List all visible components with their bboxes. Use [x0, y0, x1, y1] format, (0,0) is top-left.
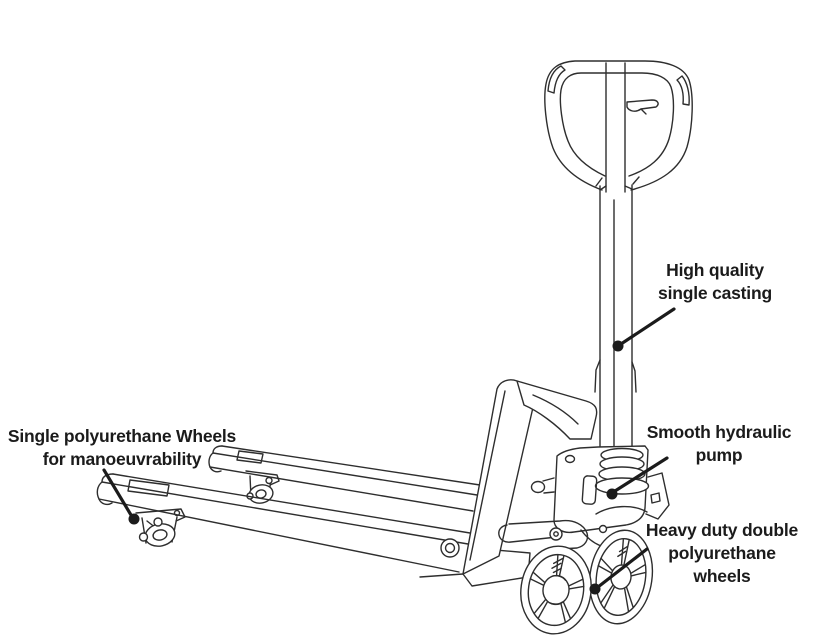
pump-slot [581, 475, 598, 505]
far-fork-top-edge [221, 445, 481, 486]
callout-label-hydraulic-pump: Smooth hydraulic pump [646, 422, 792, 465]
leader-hydraulic-pump [613, 456, 669, 493]
handle-outer-loop [544, 60, 693, 191]
leader-dot-single-casting [612, 340, 624, 352]
steering-mast [594, 184, 637, 451]
chassis [419, 379, 598, 587]
fork-arms [96, 445, 481, 573]
callout-leaders [102, 307, 676, 595]
release-lever [626, 99, 659, 112]
linkage-pivot [549, 527, 563, 541]
lever-socket [530, 480, 546, 494]
near-front-caster [135, 508, 186, 547]
callout-label-double-wheels: Heavy duty double polyurethane wheels [645, 520, 799, 586]
leader-dot-double-wheels [589, 583, 601, 595]
leader-single-casting [619, 307, 676, 346]
handle-assembly [544, 60, 693, 193]
callout-label-single-wheels: Single polyurethane Wheels for manoeuvra… [7, 426, 237, 469]
wheel-bracket [645, 472, 670, 520]
rear-wheel-front [520, 545, 592, 635]
near-fork-cutout [127, 479, 170, 497]
handle-inner-loop [559, 72, 675, 177]
callout-label-single-casting: High quality single casting [658, 260, 772, 303]
rear-wheel-pair [520, 529, 654, 635]
hood [516, 380, 598, 440]
arm-bolt [440, 538, 460, 558]
rear-wheel-back [588, 529, 654, 625]
leader-dot-single-wheels [128, 513, 140, 525]
linkage-arm [498, 524, 558, 543]
far-fork-cutout [236, 450, 264, 464]
leader-single-wheels [102, 468, 133, 517]
handle-grip-right [676, 75, 690, 106]
handle-grip-left [547, 65, 566, 94]
far-fork-bottom-edge [209, 466, 474, 512]
near-fork-top-edge [112, 473, 471, 534]
leader-double-wheels [596, 547, 649, 589]
leader-dot-hydraulic-pump [606, 488, 618, 500]
